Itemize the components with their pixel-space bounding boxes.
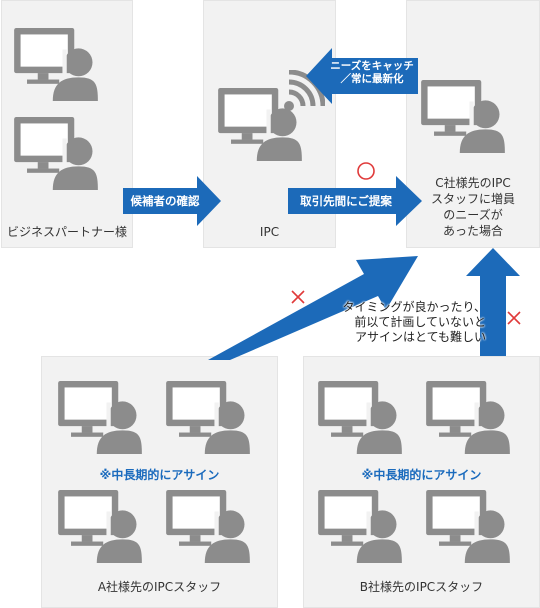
computer-user-icon [318, 490, 402, 563]
computer-user-icon [426, 490, 510, 563]
difficulty-caption: タイミングが良かったり、 前以て計画していないと アサインはとても難しい [342, 300, 486, 344]
needs-arrow-label: ニーズをキャッチ ／常に最新化 [330, 60, 414, 85]
b-company-note: ※中長期的にアサイン [361, 468, 482, 482]
confirm-arrow [123, 176, 221, 226]
c-company-label: C社様先のIPC スタッフに増員 のニーズが あった場合 [430, 176, 515, 238]
wifi-icon [284, 70, 325, 111]
ng-cross-mark [291, 290, 305, 304]
computer-user-icon [426, 381, 510, 454]
business-partner-label: ビジネスパートナー様 [6, 225, 127, 239]
propose-arrow-label: 取引先間にご提案 [300, 194, 392, 208]
propose-arrow [288, 176, 422, 226]
ok-circle-mark [357, 162, 375, 180]
computer-user-icon [58, 381, 142, 454]
computer-user-icon [421, 80, 505, 153]
a-company-label: A社様先のIPCスタッフ [97, 580, 222, 594]
computer-user-icon [166, 490, 250, 563]
computer-user-icon [166, 381, 250, 454]
b-company-label: B社様先のIPCスタッフ [359, 580, 484, 594]
ipc-label: IPC [259, 225, 280, 239]
computer-user-icon [318, 381, 402, 454]
computer-user-icon [58, 490, 142, 563]
needs-arrow [306, 48, 418, 104]
a-company-note: ※中長期的にアサイン [99, 468, 220, 482]
diagonal-arrow [208, 256, 418, 360]
computer-user-icon [14, 28, 98, 101]
vertical-arrow [466, 248, 520, 356]
confirm-arrow-label: 候補者の確認 [130, 194, 200, 208]
ng-cross-mark [507, 311, 521, 325]
computer-user-icon [14, 117, 98, 190]
